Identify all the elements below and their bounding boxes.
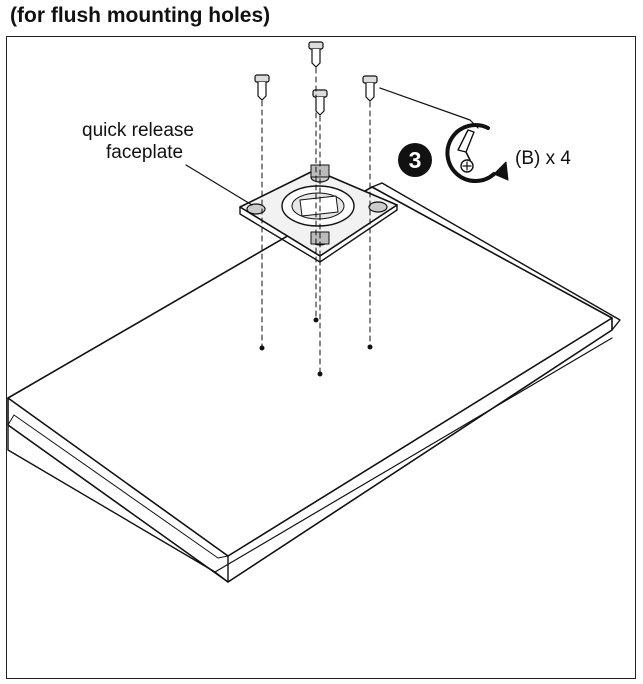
fastener-quantity-label: (B) x 4 bbox=[515, 148, 571, 169]
screw-leader-line bbox=[379, 87, 479, 129]
faceplate-label-line1: quick release bbox=[82, 120, 194, 141]
screw-left bbox=[254, 74, 270, 101]
screw-top bbox=[308, 41, 324, 68]
alignment-guides bbox=[261, 67, 371, 373]
screw-right bbox=[362, 75, 378, 102]
diagram-frame bbox=[6, 36, 636, 679]
faceplate-label-line2: faceplate bbox=[106, 142, 184, 163]
mounting-holes bbox=[259, 317, 373, 377]
step-number-badge: 3 bbox=[398, 143, 432, 177]
tv-panel bbox=[7, 182, 621, 583]
screw-middle bbox=[312, 89, 328, 116]
diagram-title: (for flush mounting holes) bbox=[10, 4, 271, 27]
screwdriver-rotation-icon bbox=[445, 123, 509, 183]
faceplate-leader-line bbox=[185, 164, 253, 206]
